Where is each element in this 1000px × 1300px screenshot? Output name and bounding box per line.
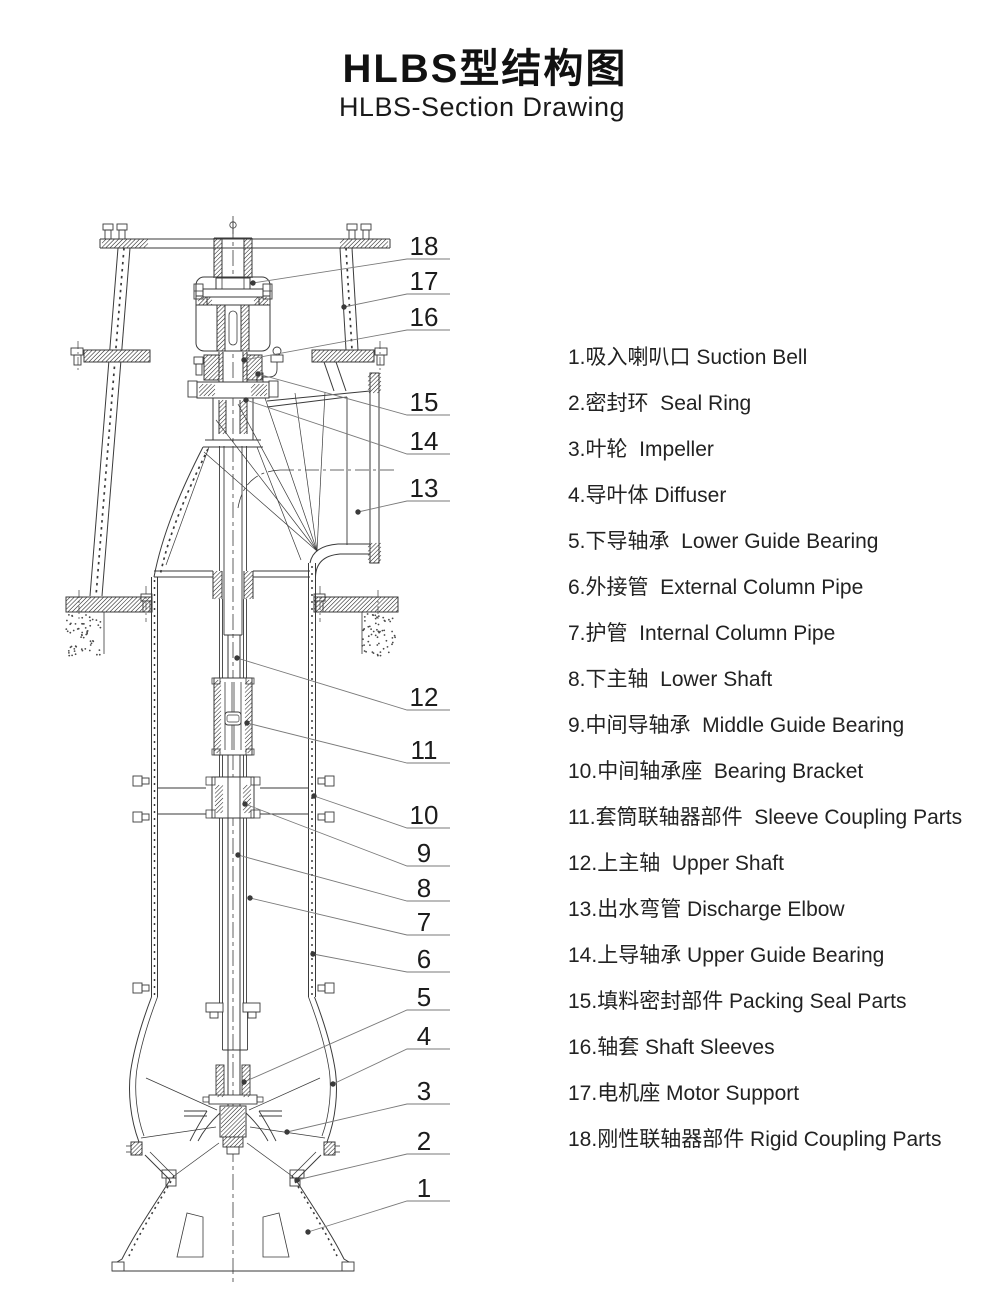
callout-10: 10 xyxy=(311,793,450,830)
lower-bearing-bracket xyxy=(205,1002,261,1051)
legend-item-8: 8.下主轴 Lower Shaft xyxy=(568,668,773,691)
legend-item-18: 18.刚性联轴器部件 Rigid Coupling Parts xyxy=(568,1128,942,1151)
foundation-floor xyxy=(65,586,399,654)
internal-column-pipe xyxy=(219,599,247,1003)
callout-16: 16 xyxy=(241,302,450,363)
svg-text:4: 4 xyxy=(417,1021,431,1051)
legend-item-17: 17.电机座 Motor Support xyxy=(568,1082,800,1105)
svg-text:17: 17 xyxy=(410,266,439,296)
legend-item-15: 15.填料密封部件 Packing Seal Parts xyxy=(568,990,907,1013)
legend-item-1: 1.吸入喇叭口 Suction Bell xyxy=(568,346,808,369)
callout-1: 1 xyxy=(305,1173,450,1235)
svg-text:13: 13 xyxy=(410,473,439,503)
legend-list: 1.吸入喇叭口 Suction Bell 2.密封环 Seal Ring 3.叶轮 … xyxy=(568,335,988,1163)
callout-14: 14 xyxy=(243,397,450,456)
legend-item-3: 3.叶轮 Impeller xyxy=(568,438,714,461)
svg-text:15: 15 xyxy=(410,387,439,417)
svg-text:5: 5 xyxy=(417,982,431,1012)
legend-item-12: 12.上主轴 Upper Shaft xyxy=(568,852,784,875)
legend-item-13: 13.出水弯管 Discharge Elbow xyxy=(568,898,845,921)
legend-item-11: 11.套筒联轴器部件 Sleeve Coupling Parts xyxy=(568,806,963,829)
svg-text:2: 2 xyxy=(417,1126,431,1156)
callout-4: 4 xyxy=(330,1021,450,1087)
svg-text:8: 8 xyxy=(417,873,431,903)
callout-8: 8 xyxy=(235,852,450,903)
svg-text:12: 12 xyxy=(410,682,439,712)
callout-7: 7 xyxy=(247,895,450,937)
svg-text:1: 1 xyxy=(417,1173,431,1203)
upper-guide-bearing xyxy=(187,380,279,448)
page-title: HLBS型结构图 xyxy=(342,47,628,91)
callout-6: 6 xyxy=(310,944,450,974)
callout-3: 3 xyxy=(284,1076,450,1135)
page-subtitle: HLBS-Section Drawing xyxy=(338,92,626,122)
svg-text:6: 6 xyxy=(417,944,431,974)
external-column-pipe xyxy=(132,563,335,997)
motor-support xyxy=(70,216,391,597)
legend-item-7: 7.护管 Internal Column Pipe xyxy=(568,622,836,645)
callout-12: 12 xyxy=(234,655,450,712)
rigid-coupling-parts xyxy=(193,237,273,306)
discharge-elbow xyxy=(153,372,394,599)
legend-item-16: 16.轴套 Shaft Sleeves xyxy=(568,1036,775,1059)
svg-text:10: 10 xyxy=(410,800,439,830)
section-hatching xyxy=(65,237,399,1156)
impeller xyxy=(184,1105,282,1155)
legend-item-5: 5.下导轴承 Lower Guide Bearing xyxy=(568,530,879,553)
concrete-speckles xyxy=(65,613,396,657)
svg-text:9: 9 xyxy=(417,838,431,868)
callout-17: 17 xyxy=(341,266,450,310)
svg-text:7: 7 xyxy=(417,907,431,937)
svg-text:16: 16 xyxy=(410,302,439,332)
legend-item-6: 6.外接管 External Column Pipe xyxy=(568,576,864,599)
callout-15: 15 xyxy=(255,371,450,417)
svg-text:14: 14 xyxy=(410,426,439,456)
svg-text:18: 18 xyxy=(410,231,439,261)
legend-item-2: 2.密封环 Seal Ring xyxy=(568,392,752,415)
callout-13: 13 xyxy=(355,473,450,515)
legend-item-4: 4.导叶体 Diffuser xyxy=(568,484,727,507)
svg-text:11: 11 xyxy=(411,735,438,765)
suction-bell xyxy=(111,1175,355,1272)
callout-11: 11 xyxy=(244,720,450,765)
legend-item-10: 10.中间轴承座 Bearing Bracket xyxy=(568,760,864,783)
svg-text:3: 3 xyxy=(417,1076,431,1106)
callout-18: 18 xyxy=(250,231,450,286)
callout-5: 5 xyxy=(241,982,450,1085)
callout-9: 9 xyxy=(242,801,450,868)
callout-2: 2 xyxy=(294,1126,450,1183)
callout-labels: 18 17 16 15 14 13 12 11 10 9 8 7 6 5 4 3 2 1 xyxy=(234,231,450,1235)
legend-item-14: 14.上导轴承 Upper Guide Bearing xyxy=(568,944,885,967)
bearing-bracket xyxy=(157,776,309,819)
legend-item-9: 9.中间导轴承 Middle Guide Bearing xyxy=(568,714,905,737)
